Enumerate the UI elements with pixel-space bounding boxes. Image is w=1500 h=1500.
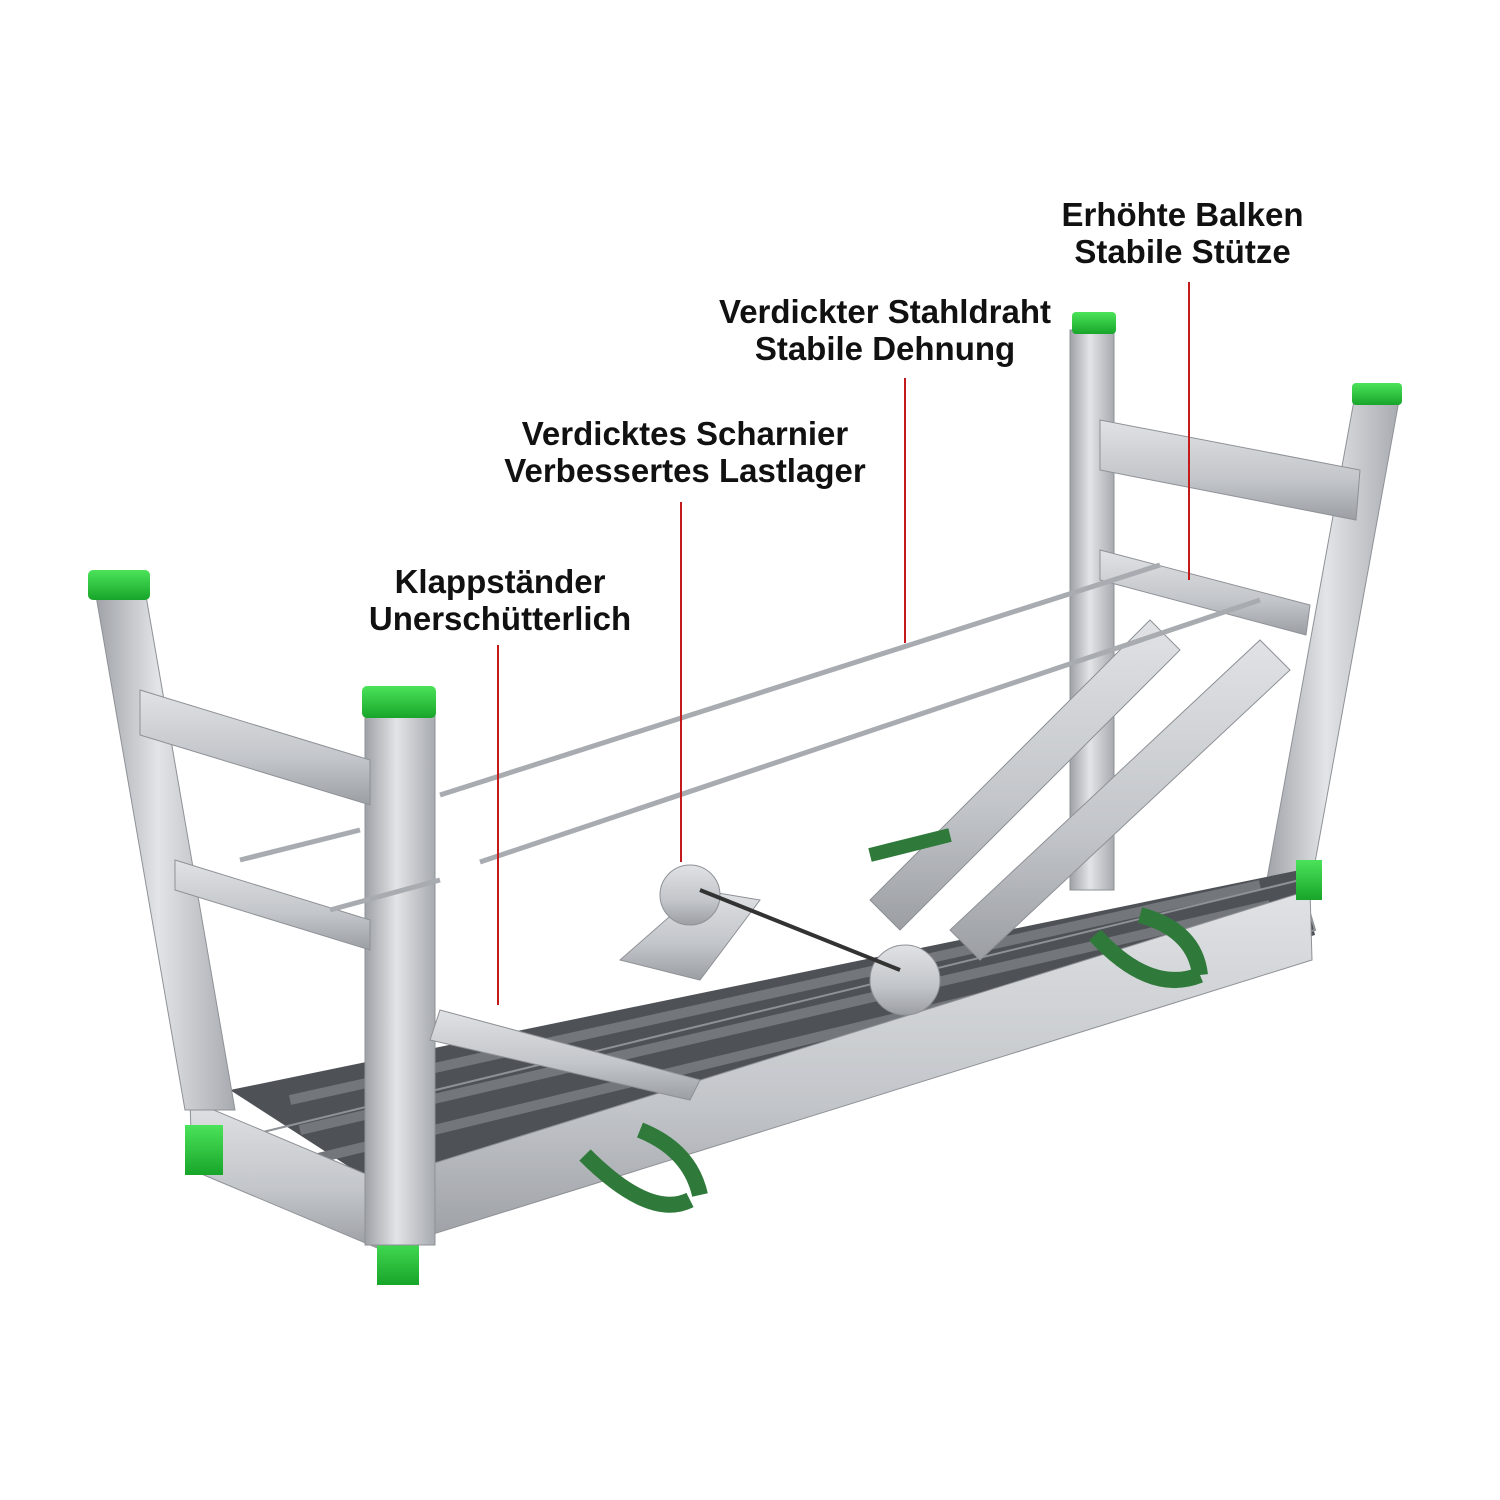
hinge-disc bbox=[869, 944, 941, 1016]
leader-line-balken bbox=[1188, 282, 1190, 580]
front-frame bbox=[88, 570, 436, 1246]
callout-line-2: Stabile Dehnung bbox=[754, 330, 1016, 367]
hinge-disc bbox=[659, 864, 721, 926]
foot-cap-right bbox=[1296, 860, 1322, 900]
leader-line-stahldraht bbox=[904, 378, 906, 643]
callout-line-1: Erhöhte Balken bbox=[1061, 196, 1304, 233]
rear-right-cap bbox=[1352, 383, 1402, 405]
callout-line-2: Verbessertes Lastlager bbox=[504, 452, 866, 489]
callout-balken: Erhöhte Balken Stabile Stütze bbox=[1040, 196, 1325, 270]
callout-scharnier: Verdicktes Scharnier Verbessertes Lastla… bbox=[480, 415, 890, 489]
callout-line-2: Stabile Stütze bbox=[1074, 233, 1291, 270]
callout-line-1: Verdicktes Scharnier bbox=[521, 415, 849, 452]
carry-straps bbox=[579, 828, 1208, 1213]
callout-klappstaender: Klappständer Unerschütterlich bbox=[350, 563, 650, 637]
folding-braces bbox=[429, 619, 1291, 1101]
callout-stahldraht: Verdickter Stahldraht Stabile Dehnung bbox=[700, 293, 1070, 367]
leader-line-scharnier bbox=[680, 502, 682, 862]
leader-line-klapp bbox=[497, 645, 499, 1005]
front-left-cap bbox=[88, 570, 150, 600]
rear-left-cap bbox=[1072, 312, 1116, 334]
front-right-cap bbox=[362, 686, 436, 718]
callout-line-2: Unerschütterlich bbox=[368, 600, 632, 637]
foot-cap-left bbox=[185, 1125, 223, 1175]
callout-line-1: Verdickter Stahldraht bbox=[719, 293, 1051, 330]
callout-line-1: Klappständer bbox=[394, 563, 606, 600]
rear-frame bbox=[1069, 312, 1402, 891]
steel-cables bbox=[239, 562, 1261, 913]
